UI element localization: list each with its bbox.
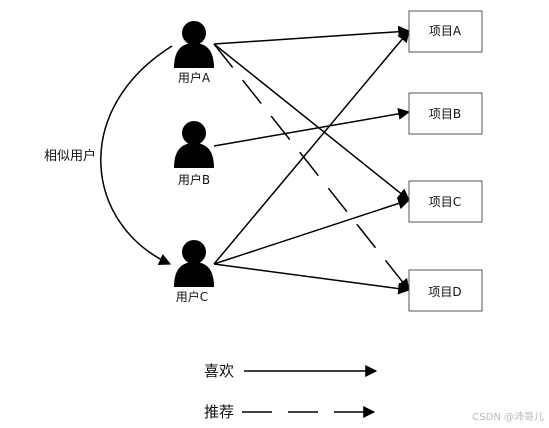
item-node-c: 项目C (408, 180, 483, 223)
user-b-icon (174, 121, 214, 168)
item-node-d: 项目D (408, 269, 483, 312)
item-a-label: 项目A (429, 24, 462, 38)
like-edge-user-b-to-item-b (213, 107, 411, 147)
like-edge-user-c-to-item-d (213, 263, 411, 295)
watermark: CSDN @沛哥儿 (472, 410, 544, 423)
like-edge-user-a-to-item-a (213, 25, 411, 45)
recommend-edge-user-a-to-item-d (213, 43, 410, 291)
like-edge-user-c-to-item-c (213, 197, 411, 265)
item-node-b: 项目B (408, 92, 483, 135)
user-b-label: 用户B (178, 172, 210, 187)
similar-users-label: 相似用户 (44, 148, 96, 164)
user-node-a: 用户A (174, 21, 214, 85)
user-node-b: 用户B (174, 121, 214, 187)
item-d-box (408, 269, 483, 312)
legend-recommend-label: 推荐 (204, 403, 234, 421)
user-a-label: 用户A (178, 70, 211, 85)
like-edge-user-c-to-item-a (213, 30, 410, 265)
item-b-label: 项目B (429, 107, 461, 121)
legend-like-label: 喜欢 (204, 362, 234, 380)
legend: 喜欢 推荐 (204, 362, 378, 421)
user-node-c: 用户C (174, 240, 214, 304)
item-a-box (408, 10, 483, 53)
item-b-box (408, 92, 483, 135)
user-a-icon (174, 21, 214, 68)
item-d-label: 项目D (428, 285, 461, 299)
user-c-label: 用户C (176, 289, 208, 304)
similar-users-curve (100, 45, 173, 265)
edges-layer (213, 25, 411, 295)
item-node-a: 项目A (408, 10, 483, 53)
item-c-label: 项目C (429, 195, 461, 209)
item-c-box (408, 180, 483, 223)
like-edge-user-a-to-item-c (213, 43, 410, 201)
user-c-icon (174, 240, 214, 287)
